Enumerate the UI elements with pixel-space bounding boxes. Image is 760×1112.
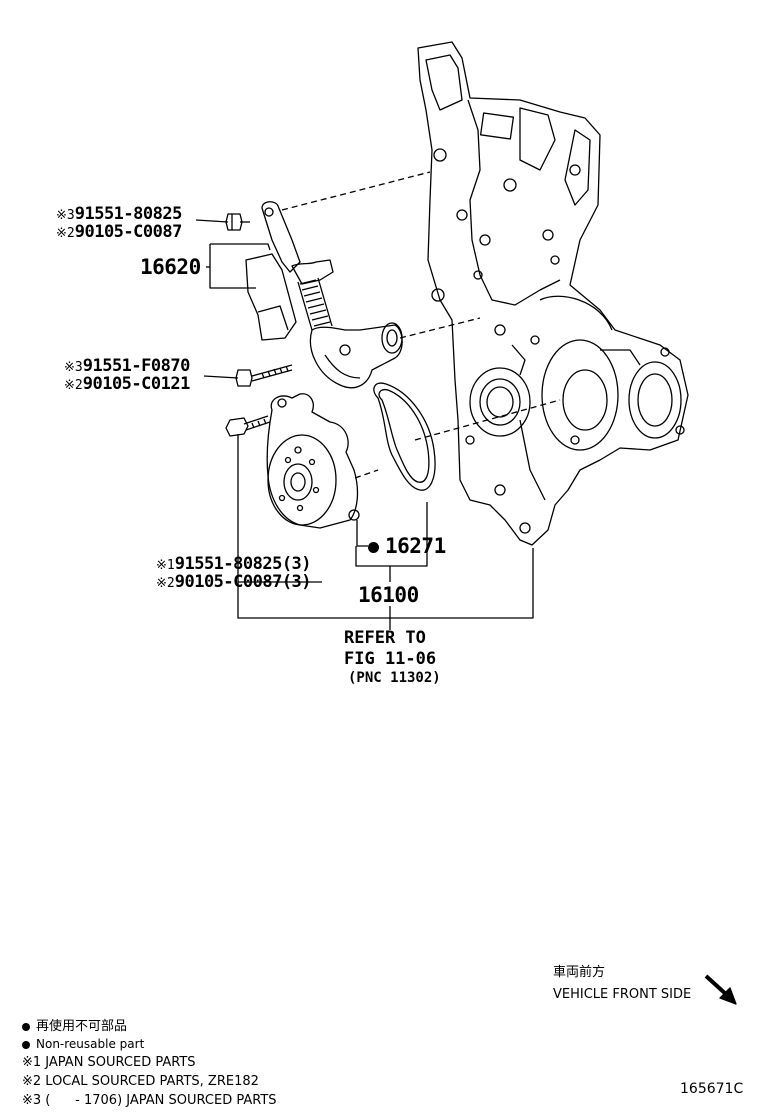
- arrow-down-right-icon: [704, 974, 737, 1005]
- legend-text: Non-reusable part: [36, 1037, 145, 1051]
- bolt-middle-callout-alt: ※290105-C0121: [64, 376, 190, 393]
- timing-chain-cover-drawing: [417, 41, 689, 546]
- bolt-middle-callout: ※391551-F0870: [64, 358, 190, 375]
- reference-line3: (PNC 11302): [348, 670, 441, 686]
- tensioner-part-number[interactable]: 16620: [140, 255, 201, 279]
- figure-id: 165671C: [680, 1081, 744, 1097]
- non-reusable-dot-icon: [22, 1022, 30, 1031]
- water-pump-drawing: [266, 393, 360, 529]
- legend-item-non-reusable-en: Non-reusable part: [22, 1038, 144, 1050]
- bolt-lower-mark2: ※2: [156, 576, 175, 591]
- bolt-upper-mark1: ※3: [56, 208, 75, 223]
- water-pump-part-number[interactable]: 16100: [358, 583, 419, 607]
- bolt-middle-part2[interactable]: 90105-C0121: [82, 374, 191, 394]
- lower-bolt-drawing: [225, 415, 271, 437]
- bolt-lower-part2[interactable]: 90105-C0087(3): [174, 572, 312, 592]
- orientation-label-jp: 車両前方: [553, 965, 606, 980]
- alignment-lines: [281, 171, 561, 479]
- legend-text: 再使用不可部品: [36, 1019, 128, 1034]
- bolt-upper-part1[interactable]: 91551-80825: [74, 204, 183, 224]
- legend-item-non-reusable-jp: 再使用不可部品: [22, 1020, 127, 1033]
- bolt-lower-callout: ※191551-80825(3): [156, 554, 312, 574]
- legend-item-japan-sourced-1706: ※3 ( - 1706) JAPAN SOURCED PARTS: [22, 1093, 277, 1108]
- bolt-upper-callout: ※391551-80825: [56, 206, 182, 223]
- middle-bolt-drawing: [235, 364, 293, 387]
- bolt-middle-part1[interactable]: 91551-F0870: [82, 356, 191, 376]
- gasket-drawing: [373, 382, 436, 491]
- bolt-upper-callout-alt: ※290105-C0087: [56, 224, 182, 241]
- bolt-upper-part2[interactable]: 90105-C0087: [74, 222, 183, 242]
- reference-line1: REFER TO: [344, 628, 426, 648]
- bolt-middle-mark2: ※2: [64, 378, 83, 393]
- bolt-lower-callout-alt: ※290105-C0087(3): [156, 572, 312, 592]
- orientation-label-en: VEHICLE FRONT SIDE: [553, 987, 692, 1002]
- legend-item-local-sourced: ※2 LOCAL SOURCED PARTS, ZRE182: [22, 1074, 259, 1089]
- non-reusable-dot-icon: [22, 1040, 30, 1049]
- non-reusable-dot-icon: [368, 541, 379, 553]
- reference-line2[interactable]: FIG 11-06: [344, 649, 437, 669]
- bolt-lower-mark1: ※1: [156, 558, 175, 573]
- bolt-lower-part1[interactable]: 91551-80825(3): [174, 554, 312, 574]
- gasket-part-number[interactable]: 16271: [385, 534, 446, 558]
- chain-tensioner-drawing: [245, 201, 403, 389]
- gasket-callout: 16271: [368, 536, 446, 557]
- leader-lines: [195, 219, 534, 630]
- bolt-middle-mark1: ※3: [64, 360, 83, 375]
- bolt-upper-mark2: ※2: [56, 226, 75, 241]
- upper-bolt-drawing: [225, 213, 250, 231]
- legend-item-japan-sourced: ※1 JAPAN SOURCED PARTS: [22, 1055, 196, 1070]
